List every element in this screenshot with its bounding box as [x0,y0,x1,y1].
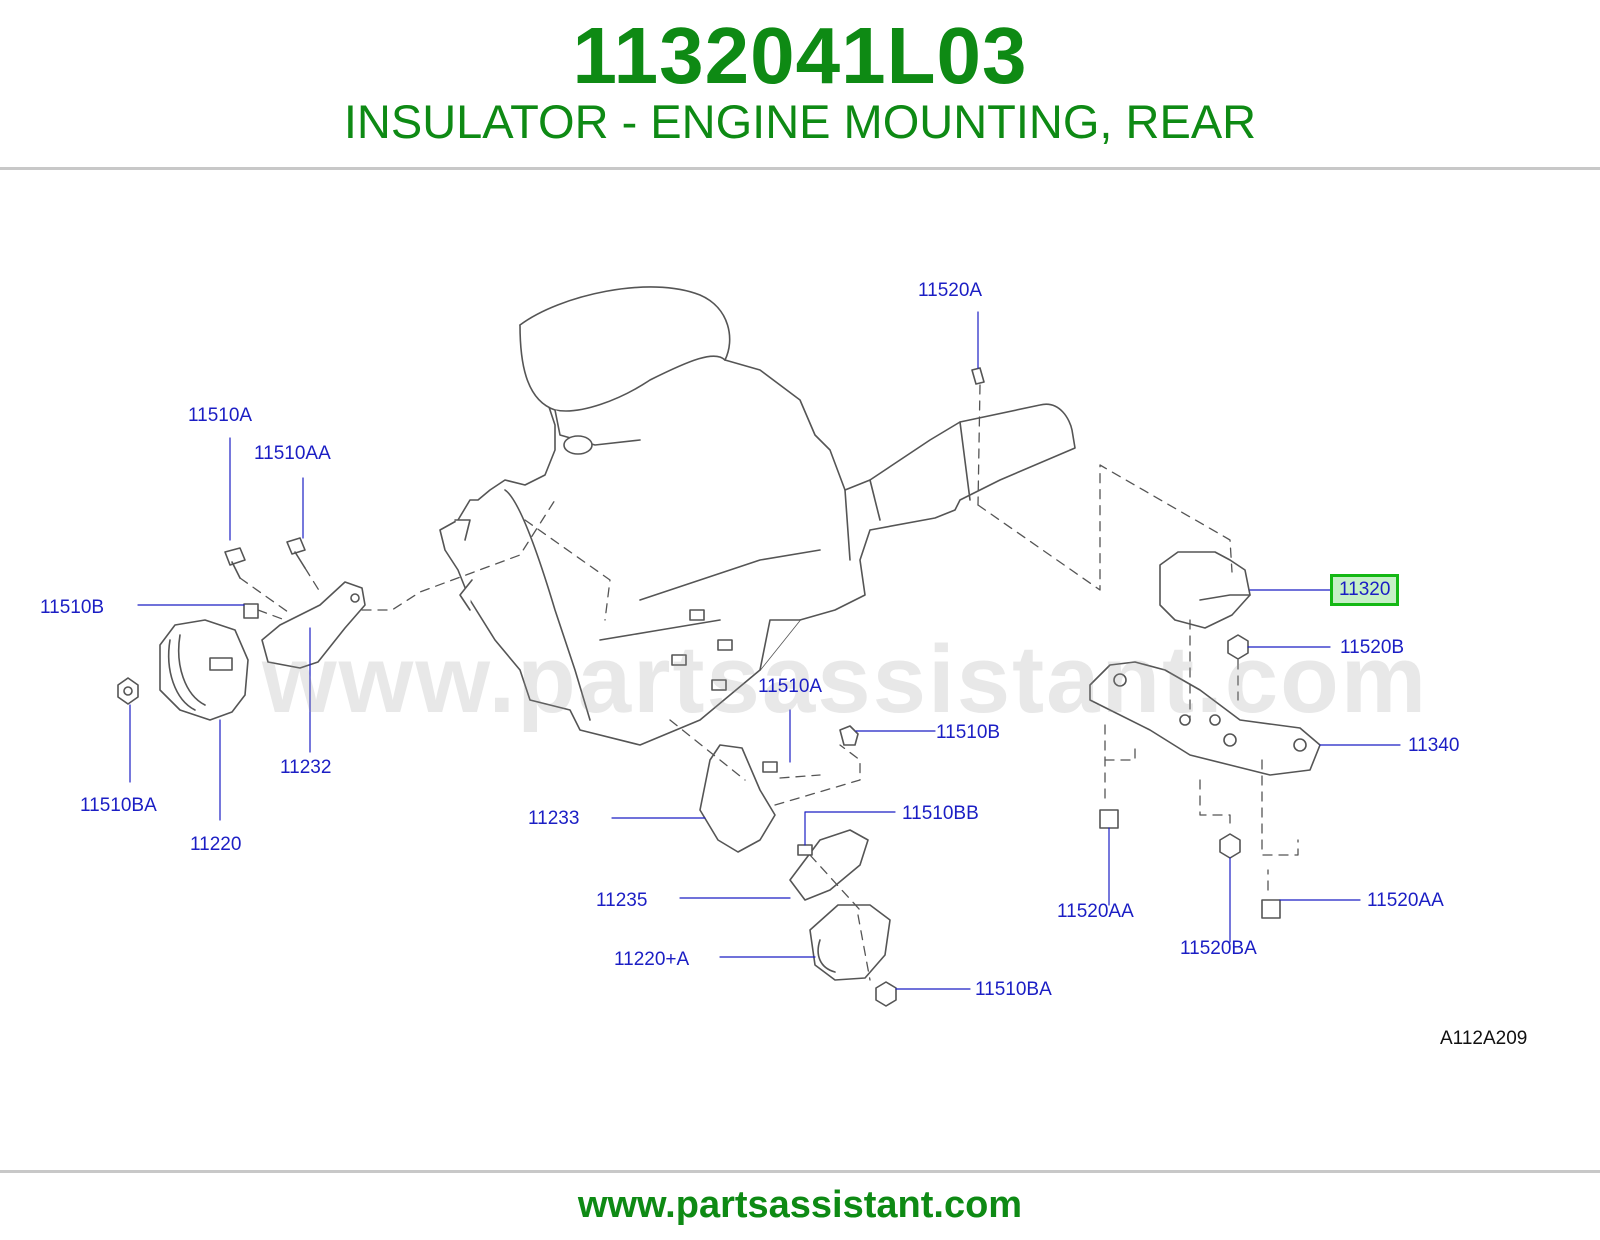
callout-11320-highlighted[interactable]: 11320 [1330,574,1400,606]
callout-11510B-mid[interactable]: 11510B [936,722,1001,743]
callout-11520A[interactable]: 11520A [918,280,983,301]
callout-11510BA-left[interactable]: 11510BA [80,795,157,816]
middle-mount-assembly [699,725,897,1007]
header-divider [0,167,1600,170]
footer-divider [0,1170,1600,1173]
footer-website-link[interactable]: www.partsassistant.com [577,1184,1023,1226]
part-number-title: 1132041L03 [572,11,1028,100]
watermark-text: www.partsassistant.com [262,626,1429,733]
callout-11233[interactable]: 11233 [528,808,580,829]
callout-11520B[interactable]: 11520B [1340,637,1405,658]
callout-11510BB[interactable]: 11510BB [902,803,979,824]
assembly-guide-lines [239,384,1299,981]
exploded-view-drawing [117,286,1401,1007]
callout-11520BA[interactable]: 11520BA [1180,938,1257,959]
callout-11510B-left[interactable]: 11510B [40,597,105,618]
callout-11510A-left[interactable]: 11510A [188,405,253,426]
callout-11220[interactable]: 11220 [190,834,242,855]
callout-11232[interactable]: 11232 [280,757,332,778]
rear-mount-assembly [971,367,1321,919]
callout-11510AA[interactable]: 11510AA [254,443,331,464]
callout-11235[interactable]: 11235 [596,890,648,911]
engine-transmission-assembly [439,286,1076,746]
callout-11220A[interactable]: 11220+A [614,949,690,970]
callout-11340[interactable]: 11340 [1408,735,1460,756]
callout-11520AA-right[interactable]: 11520AA [1367,890,1444,911]
callout-11510A-mid[interactable]: 11510A [758,676,823,697]
diagram-reference-code: A112A209 [1440,1028,1528,1049]
left-mount-assembly [117,537,366,721]
callout-11510BA-mid[interactable]: 11510BA [975,979,1052,1000]
page-header: 1132041L03 INSULATOR - ENGINE MOUNTING, … [0,0,1600,170]
callout-11520AA-left[interactable]: 11520AA [1057,901,1134,922]
parts-diagram: www.partsassistant.com 11520A 11510A 115… [0,200,1600,1130]
part-description: INSULATOR - ENGINE MOUNTING, REAR [343,95,1257,148]
callout-leader-lines [129,311,1401,990]
